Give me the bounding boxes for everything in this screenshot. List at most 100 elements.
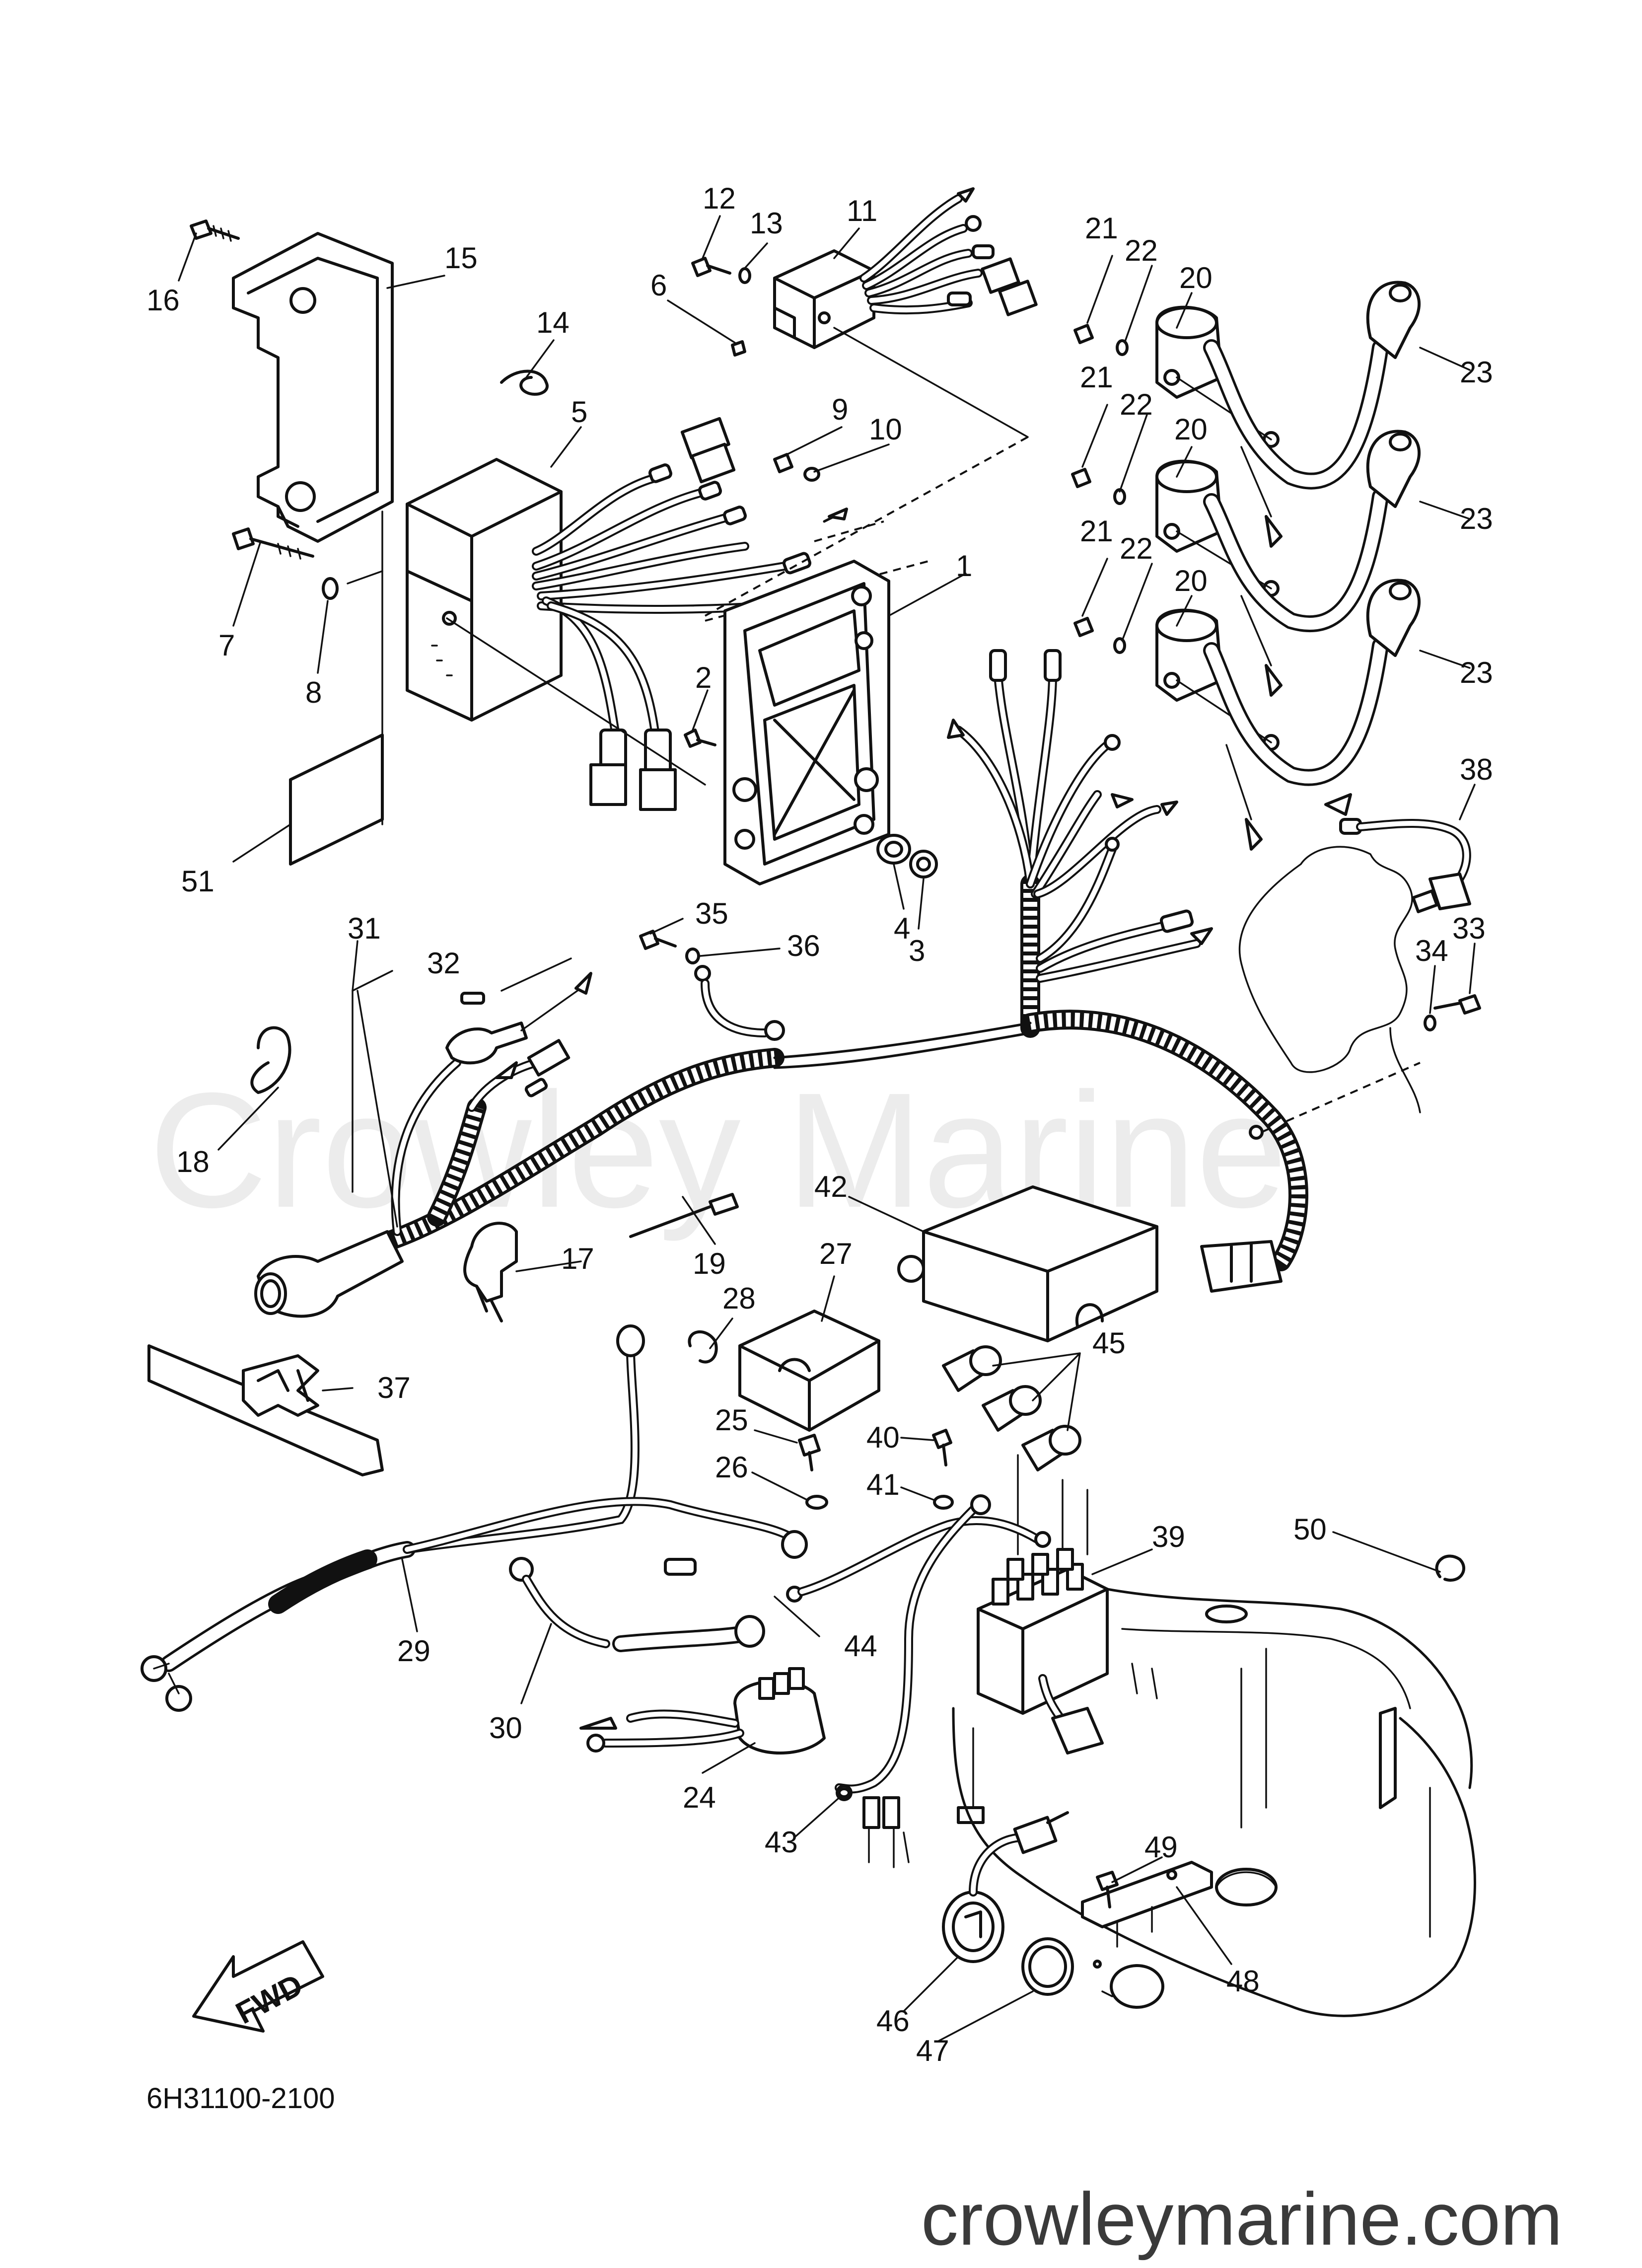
- part-8-washer: [322, 577, 339, 600]
- part-27-cover: [738, 1310, 880, 1432]
- callout-3: 3: [909, 934, 925, 967]
- footer-url: crowleymarine.com: [921, 2177, 1563, 2261]
- part-25-bolt: [798, 1434, 821, 1471]
- part-4-grommet: [876, 834, 911, 865]
- callout-39: 39: [1152, 1520, 1185, 1553]
- part-47-seal: [1021, 1937, 1074, 1996]
- part-15-cover: [232, 232, 394, 543]
- part-5-connectors: [589, 417, 848, 811]
- part-17-clamp: [463, 1222, 518, 1322]
- callout-21c: 21: [1080, 514, 1113, 548]
- part-38-sensor: [1324, 793, 1471, 913]
- callout-28: 28: [722, 1282, 756, 1315]
- callout-20a: 20: [1179, 261, 1213, 294]
- callout-23b: 23: [1460, 502, 1493, 535]
- callout-40: 40: [866, 1421, 900, 1454]
- callout-7: 7: [218, 629, 235, 662]
- part-48-plate: [1081, 1861, 1213, 1948]
- terminal-block: [862, 1727, 985, 1868]
- callout-22a: 22: [1125, 234, 1158, 267]
- part-16-bolt: [190, 219, 240, 242]
- callout-6: 6: [650, 269, 667, 302]
- callout-36: 36: [787, 929, 820, 962]
- callout-23c: 23: [1460, 656, 1493, 689]
- part-29-cable: [141, 1324, 808, 1712]
- part-44-lead: [786, 1516, 1051, 1603]
- callout-9: 9: [832, 393, 848, 426]
- callout-48: 48: [1226, 1965, 1260, 1998]
- callout-31: 31: [348, 912, 381, 945]
- part-43-lead: [835, 1494, 991, 1801]
- ground-lead: [694, 965, 785, 1041]
- callout-33: 33: [1452, 912, 1486, 945]
- part-45-boots: [942, 1345, 1081, 1471]
- callout-4: 4: [894, 912, 910, 945]
- callout-42: 42: [814, 1170, 848, 1203]
- callout-22b: 22: [1120, 388, 1153, 421]
- callout-29: 29: [397, 1634, 430, 1668]
- coil-set-1: [1073, 281, 1421, 548]
- callout-20c: 20: [1174, 564, 1208, 597]
- callout-27: 27: [819, 1237, 853, 1270]
- engine-block-outline: [1238, 846, 1421, 1140]
- fwd-arrow-icon: FWD: [192, 1940, 324, 2033]
- part-11-rectifier: [773, 249, 875, 349]
- callout-50: 50: [1293, 1513, 1327, 1546]
- part-6-bolt: [731, 340, 746, 357]
- callout-21a: 21: [1085, 212, 1118, 245]
- callout-8: 8: [305, 676, 322, 709]
- callout-34: 34: [1415, 934, 1448, 967]
- part-51-label: [289, 511, 384, 866]
- callout-25: 25: [715, 1403, 748, 1437]
- leader-lines: [178, 215, 1476, 2042]
- part-50-clip: [1435, 1554, 1465, 1582]
- callout-43: 43: [765, 1826, 798, 1859]
- callout-1: 1: [956, 549, 972, 583]
- callout-37: 37: [377, 1371, 411, 1404]
- callout-18: 18: [176, 1145, 210, 1178]
- part-42-cover: [897, 1185, 1158, 1342]
- main-wire-harness: [947, 649, 1308, 1293]
- callout-26: 26: [715, 1451, 748, 1484]
- callout-47: 47: [916, 2034, 949, 2067]
- part-18-clip: [250, 1026, 291, 1094]
- callout-12: 12: [703, 182, 736, 215]
- callout-24: 24: [683, 1781, 716, 1814]
- part-26-washer: [805, 1495, 828, 1510]
- part-39-relay: [977, 1454, 1109, 1755]
- callout-17: 17: [561, 1242, 594, 1275]
- part-13-washer: [738, 267, 751, 284]
- callout-13: 13: [750, 207, 783, 240]
- callout-32: 32: [427, 947, 460, 980]
- callout-38: 38: [1460, 753, 1493, 786]
- drawing-number: 6H31100-2100: [146, 2082, 335, 2115]
- part-37-holder: [147, 1344, 384, 1476]
- callout-22c: 22: [1120, 532, 1153, 565]
- part-3-collar: [909, 850, 938, 878]
- coil-set-2: [1071, 430, 1421, 697]
- part-14-clip: [500, 369, 549, 396]
- part-5-cdi-unit: [406, 458, 563, 722]
- callout-10: 10: [869, 413, 902, 446]
- callout-19: 19: [693, 1247, 726, 1280]
- part-33-bolt: [1433, 994, 1481, 1015]
- part-12-bolt: [691, 257, 731, 277]
- callout-20b: 20: [1174, 413, 1208, 446]
- part-35-bolt: [639, 930, 677, 950]
- part-2-bolt: [684, 729, 716, 748]
- callout-30: 30: [489, 1711, 522, 1745]
- callout-41: 41: [866, 1468, 900, 1501]
- part-28-clip: [688, 1330, 718, 1364]
- callout-15: 15: [444, 241, 478, 275]
- part-30-cable: [509, 1557, 765, 1652]
- part-46-connector: [942, 1811, 1069, 1963]
- part-19-cable-tie: [629, 1193, 739, 1238]
- part-1-bracket: [723, 560, 890, 885]
- callout-21b: 21: [1080, 361, 1113, 394]
- callout-44: 44: [844, 1629, 877, 1663]
- part-41-washer: [933, 1495, 954, 1510]
- part-5-wiring: [532, 472, 799, 739]
- callout-2: 2: [695, 661, 712, 694]
- callout-11: 11: [847, 194, 877, 227]
